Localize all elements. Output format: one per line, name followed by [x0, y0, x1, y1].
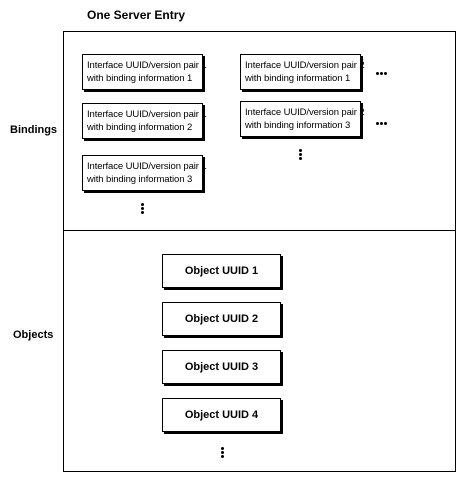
object-uuid-box-2: Object UUID 2: [162, 302, 281, 336]
diagram-title: One Server Entry: [87, 8, 186, 22]
binding-line1: Interface UUID/version pair 1: [87, 109, 207, 120]
binding-box-pair1-info3: Interface UUID/version pair 1 with bindi…: [82, 155, 207, 191]
object-uuid-box-3: Object UUID 3: [162, 350, 281, 384]
binding-box-pair1-info1: Interface UUID/version pair 1 with bindi…: [82, 54, 207, 90]
binding-line1: Interface UUID/version pair 2: [245, 60, 365, 71]
object-uuid-box-1: Object UUID 1: [162, 254, 281, 288]
binding-box-pair2-info3: Interface UUID/version pair 2 with bindi…: [240, 101, 365, 137]
binding-box-pair2-info1: Interface UUID/version pair 2 with bindi…: [240, 54, 365, 90]
server-entry-frame: [63, 31, 456, 472]
bindings-row2-ellipsis: [376, 118, 388, 127]
binding-line2: with binding information 2: [87, 122, 193, 133]
binding-line1: Interface UUID/version pair 2: [245, 107, 365, 118]
bindings-label: Bindings: [10, 124, 58, 136]
section-divider: [63, 230, 456, 231]
binding-line2: with binding information 3: [87, 174, 193, 185]
binding-box-pair1-info2: Interface UUID/version pair 1 with bindi…: [82, 103, 207, 139]
bindings-row1-ellipsis: [376, 68, 388, 77]
binding-line2: with binding information 3: [245, 120, 351, 131]
binding-line1: Interface UUID/version pair 1: [87, 161, 207, 172]
objects-label: Objects: [13, 329, 54, 341]
binding-line1: Interface UUID/version pair 1: [87, 60, 207, 71]
bindings-col1-ellipsis: [141, 203, 144, 215]
binding-line2: with binding information 1: [87, 73, 193, 84]
object-uuid-box-4: Object UUID 4: [162, 398, 281, 432]
bindings-col2-ellipsis: [299, 149, 302, 161]
objects-ellipsis: [221, 447, 224, 459]
binding-line2: with binding information 1: [245, 73, 351, 84]
